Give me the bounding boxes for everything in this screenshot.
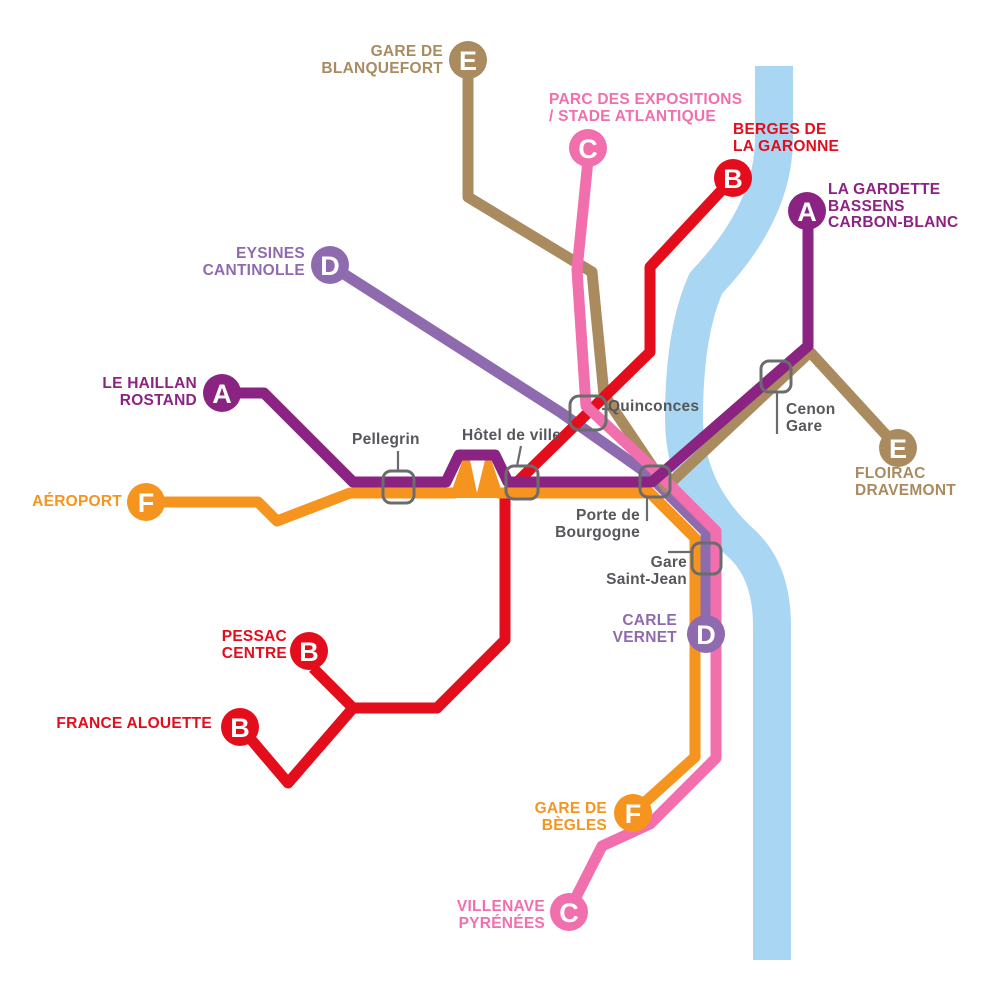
station-label-pellegrin: Pellegrin	[352, 431, 420, 449]
line-c-path	[568, 159, 722, 906]
label-line: CANTINOLLE	[202, 261, 305, 279]
label-line: LE HAILLAN	[102, 375, 197, 392]
label-line: AÉROPORT	[32, 493, 122, 510]
label-line: Quinconces	[608, 398, 700, 415]
terminus-letter-le-haillan: A	[212, 379, 232, 409]
label-line: LA GARDETTE	[828, 181, 941, 198]
label-line: CENTRE	[221, 644, 287, 662]
terminus-label-berges: BERGES DE LA GARONNE	[733, 121, 840, 155]
terminus-letter-la-gardette: A	[797, 197, 817, 227]
station-box-quinconces	[568, 394, 608, 432]
station-box-gare-saint-jean	[690, 541, 723, 576]
label-line: BÈGLES	[541, 816, 607, 834]
label-line: Cenon	[786, 401, 836, 418]
label-line: CARLE	[622, 612, 677, 629]
label-line: Hôtel de ville	[462, 427, 562, 444]
station-label-hotel-de-ville: Hôtel de ville	[462, 427, 562, 445]
terminus-circle-pessac	[290, 632, 328, 670]
label-line: PARC DES EXPOSITIONS	[549, 91, 743, 108]
label-line: EYSINES	[236, 245, 305, 262]
terminus-circle-villenave	[550, 893, 588, 931]
label-line: Bourgogne	[555, 523, 640, 541]
terminus-label-le-haillan: LE HAILLAN ROSTAND	[102, 375, 197, 409]
terminus-label-pessac: PESSAC CENTRE	[221, 628, 287, 662]
label-line: / STADE ATLANTIQUE	[549, 107, 716, 125]
bump-white-notch	[470, 460, 485, 493]
station-label-porte-de-bourgogne: Porte de Bourgogne	[555, 507, 640, 541]
label-line: DRAVEMONT	[855, 481, 956, 499]
terminus-letter-eysines: D	[320, 251, 340, 281]
label-line: BERGES DE	[733, 121, 827, 138]
label-line: BASSENS	[828, 197, 905, 215]
label-line: PESSAC	[221, 628, 287, 645]
terminus-letter-villenave: C	[559, 898, 579, 928]
terminus-letter-blanquefort: E	[459, 46, 477, 76]
terminus-circle-le-haillan	[203, 374, 241, 412]
terminus-circle-gare-begles	[614, 794, 652, 832]
terminus-letter-parc-expositions: C	[578, 134, 598, 164]
terminus-letter-aeroport: F	[138, 488, 155, 518]
terminus-label-aeroport: AÉROPORT	[32, 493, 122, 511]
terminus-circle-blanquefort	[449, 41, 487, 79]
label-line: Porte de	[575, 507, 640, 524]
terminus-circle-france-alouette	[221, 708, 259, 746]
label-line: ROSTAND	[119, 391, 197, 409]
terminus-label-france-alouette: FRANCE ALOUETTE	[56, 715, 212, 733]
terminus-label-gare-begles: GARE DE BÈGLES	[534, 800, 607, 834]
terminus-circle-la-gardette	[788, 192, 826, 230]
label-line: FRANCE ALOUETTE	[56, 715, 212, 732]
terminus-circle-berges	[714, 159, 752, 197]
terminus-label-eysines: EYSINES CANTINOLLE	[202, 245, 305, 279]
terminus-label-carle-vernet: CARLE VERNET	[612, 612, 677, 646]
garonne-river	[665, 66, 793, 960]
line-f-path-west	[146, 487, 456, 527]
terminus-circle-eysines	[311, 246, 349, 284]
station-box-porte-de-bourgogne	[638, 464, 672, 499]
terminus-label-villenave: VILLENAVE PYRÉNÉES	[456, 898, 545, 932]
terminus-letter-gare-begles: F	[625, 799, 642, 829]
terminus-label-blanquefort: GARE DE BLANQUEFORT	[321, 43, 443, 77]
station-box-cenon-gare	[759, 359, 793, 394]
terminus-circle-aeroport	[127, 483, 165, 521]
line-d-path	[330, 262, 712, 632]
terminus-label-la-gardette: LA GARDETTE BASSENS CARBON-BLANC	[828, 181, 959, 232]
terminus-circle-parc-expositions	[569, 129, 607, 167]
label-line: Pellegrin	[352, 431, 420, 448]
terminus-letter-berges: B	[723, 164, 743, 194]
label-line: GARE DE	[370, 43, 443, 60]
station-label-gare-saint-jean: Gare Saint-Jean	[606, 554, 687, 588]
terminus-circle-floirac	[879, 429, 917, 467]
station-label-quinconces: Quinconces	[608, 398, 700, 416]
terminus-letter-pessac: B	[299, 637, 319, 667]
station-label-cenon-gare: Cenon Gare	[786, 401, 836, 435]
label-line: Gare	[786, 417, 823, 435]
label-line: VILLENAVE	[456, 898, 545, 915]
terminus-letter-carle-vernet: D	[696, 620, 716, 650]
terminus-letter-floirac: E	[889, 434, 907, 464]
station-box-pellegrin	[381, 469, 416, 505]
label-line: CARBON-BLANC	[828, 214, 959, 231]
line-b-path	[238, 174, 738, 789]
label-line: BLANQUEFORT	[321, 59, 443, 77]
line-f-path-east	[497, 487, 701, 818]
label-line: PYRÉNÉES	[458, 914, 545, 932]
terminus-circle-carle-vernet	[687, 615, 725, 653]
label-line: Gare	[650, 554, 687, 571]
leader-hotel-de-ville	[515, 445, 523, 467]
terminus-label-parc-expositions: PARC DES EXPOSITIONS / STADE ATLANTIQUE	[549, 91, 743, 125]
label-line: Saint-Jean	[606, 570, 687, 588]
label-line: GARE DE	[534, 800, 607, 817]
line-b-pessac-branch	[309, 664, 357, 712]
station-box-hotel-de-ville	[504, 464, 540, 501]
terminus-letter-france-alouette: B	[230, 713, 250, 743]
label-line: FLOIRAC	[855, 465, 926, 482]
label-line: VERNET	[612, 628, 677, 646]
label-line: LA GARONNE	[733, 137, 840, 155]
terminus-label-floirac: FLOIRAC DRAVEMONT	[855, 465, 956, 499]
line-a-path	[222, 213, 814, 488]
